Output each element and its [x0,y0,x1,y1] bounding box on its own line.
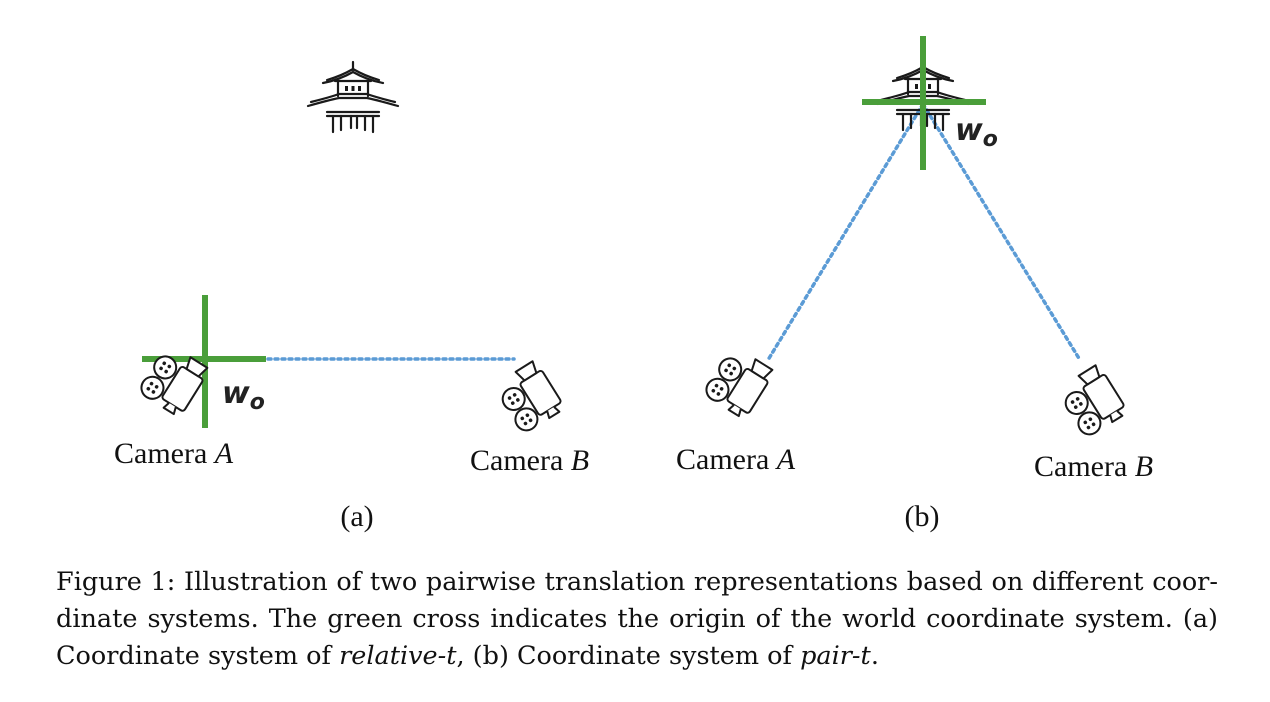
camera-b-label: Camera B [1034,450,1153,483]
panel-b-sublabel: (b) [905,500,940,533]
camera-b-label: Camera B [470,444,589,477]
origin-label-a: wo [222,376,265,415]
translation-line-b-a [766,102,925,362]
translation-line-b-b [921,102,1082,362]
figure-caption: Figure 1: Illustration of two pairwise t… [56,564,1218,675]
caption-term-pair-t: pair-t [800,641,871,671]
caption-term-relative-t: relative-t [339,641,457,671]
camera-a-label: Camera A [114,437,234,470]
caption-line-3: Coordinate system of relative-t, (b) Coo… [56,641,879,671]
landmark-pagoda-icon [306,60,400,134]
camera-b-icon [491,358,567,436]
camera-a-icon [136,341,211,419]
caption-line-1: Figure 1: Illustration of two pairwise t… [56,567,1218,597]
caption-line-2: dinate systems. The green cross indicate… [56,604,1218,634]
camera-a-label: Camera A [676,443,796,476]
panel-a: wo Camera A Camera B (a) [114,60,589,533]
figure-diagram: wo Camera A Camera B (a) wo [114,36,1153,533]
camera-a-icon [701,343,776,421]
panel-a-sublabel: (a) [340,500,373,533]
camera-b-icon [1054,362,1130,440]
world-origin-cross-b [862,36,986,170]
origin-label-b: wo [955,113,998,152]
panel-b: wo Camera A Camera B (b) [676,36,1153,533]
